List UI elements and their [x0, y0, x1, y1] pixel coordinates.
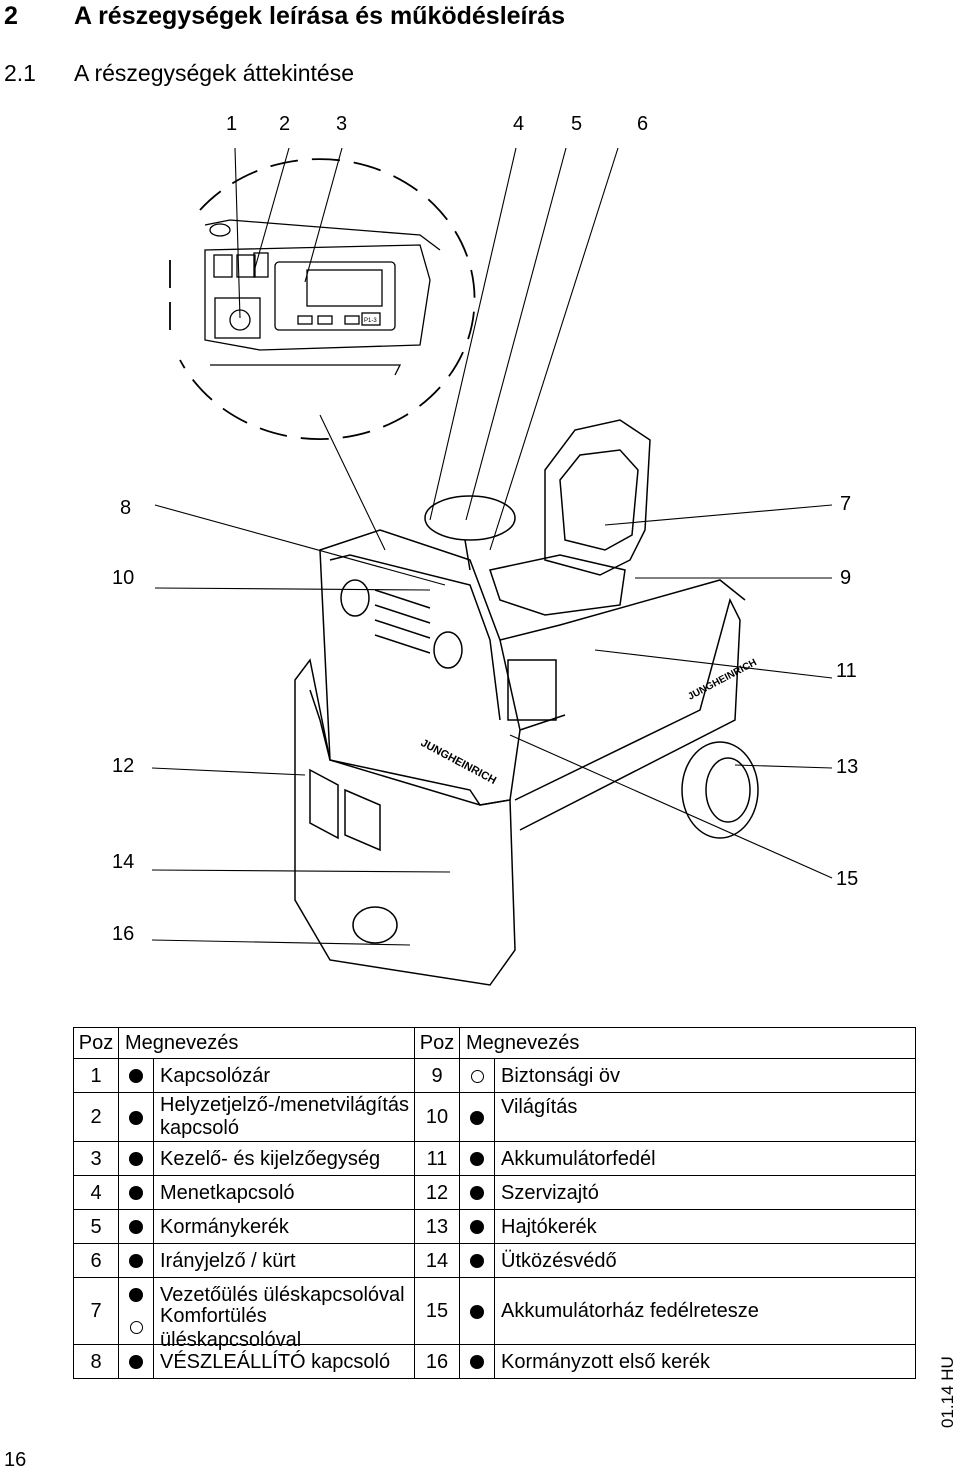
callout-16: 16 [112, 923, 135, 945]
callout-2: 2 [279, 113, 291, 135]
filled-dot-icon [118, 1344, 154, 1379]
filled-dot-icon [129, 1287, 143, 1302]
filled-dot-icon [118, 1243, 154, 1278]
callout-5: 5 [571, 113, 583, 135]
filled-dot-icon [459, 1141, 495, 1176]
row-pos: 12 [414, 1175, 460, 1210]
row-name: Helyzetjelző-/menetvilágítás kapcsoló [153, 1092, 415, 1142]
filled-dot-icon [459, 1243, 495, 1278]
callout-15: 15 [836, 868, 859, 890]
table-row: 2 Helyzetjelző-/menetvilágítás kapcsoló … [73, 1092, 916, 1142]
filled-dot-icon [459, 1209, 495, 1244]
chapter-number: 2 [4, 2, 18, 30]
row-name: Világítás [494, 1092, 916, 1142]
filled-dot-icon [459, 1175, 495, 1210]
callout-11: 11 [836, 660, 857, 682]
row-name: Hajtókerék [494, 1209, 916, 1244]
leader-lines [151, 147, 833, 946]
section-number: 2.1 [4, 60, 36, 86]
header-pos-right: Poz [414, 1027, 460, 1059]
row-name: Irányjelző / kürt [153, 1243, 415, 1278]
row-pos: 16 [414, 1344, 460, 1379]
row-pos: 9 [414, 1058, 460, 1093]
table-row: 6 Irányjelző / kürt 14 Ütközésvédő [73, 1243, 916, 1278]
header-name-left: Megnevezés [118, 1027, 415, 1059]
table-header: Poz Megnevezés Poz Megnevezés [73, 1027, 916, 1059]
svg-text:JUNGHEINRICH: JUNGHEINRICH [686, 657, 758, 702]
row-pos: 14 [414, 1243, 460, 1278]
row-name: Kezelő- és kijelzőegység [153, 1141, 415, 1176]
row-name: Akkumulátorfedél [494, 1141, 916, 1176]
row-name: Kapcsolózár [153, 1058, 415, 1093]
filled-dot-icon [118, 1058, 154, 1093]
filled-dot-icon [459, 1344, 495, 1379]
callout-9: 9 [840, 567, 852, 589]
filled-dot-icon [118, 1209, 154, 1244]
dot-pair [118, 1277, 154, 1345]
row-pos: 10 [414, 1092, 460, 1142]
callout-3: 3 [336, 113, 348, 135]
detail-magnifier [169, 158, 476, 440]
chapter-title: A részegységek leírása és működésleírás [74, 2, 566, 30]
section-heading: 2.1 A részegységek áttekintése [4, 60, 354, 87]
row-pos: 15 [414, 1277, 460, 1345]
filled-dot-icon [459, 1092, 495, 1142]
callout-12: 12 [112, 755, 135, 777]
open-dot-icon [459, 1058, 495, 1093]
filled-dot-icon [118, 1092, 154, 1142]
dashboard-detail-icon: P1-3 [204, 219, 441, 376]
row-name: Akkumulátorház fedélretesze [494, 1277, 916, 1345]
table-row: 4 Menetkapcsoló 12 Szervizajtó [73, 1175, 916, 1210]
row-name: Kormányzott első kerék [494, 1344, 916, 1379]
chapter-heading: 2 A részegységek leírása és működésleírás [4, 2, 565, 31]
row-pos: 7 [73, 1277, 119, 1345]
row-name: Menetkapcsoló [153, 1175, 415, 1210]
callout-14: 14 [112, 851, 135, 873]
row-name: Szervizajtó [494, 1175, 916, 1210]
row-pos: 4 [73, 1175, 119, 1210]
svg-text:P1-3: P1-3 [364, 318, 377, 324]
table-row: 3 Kezelő- és kijelzőegység 11 Akkumuláto… [73, 1141, 916, 1176]
page-number: 16 [4, 1449, 27, 1471]
header-name-right: Megnevezés [459, 1027, 916, 1059]
callout-7: 7 [840, 493, 852, 515]
vehicle-body: JUNGHEINRICH JUNGHEINRICH [294, 419, 759, 986]
parts-table: Poz Megnevezés Poz Megnevezés 1 Kapcsoló… [73, 1027, 916, 1379]
header-pos-left: Poz [73, 1027, 119, 1059]
row-name: Ütközésvédő [494, 1243, 916, 1278]
row-pos: 2 [73, 1092, 119, 1142]
open-dot-icon [129, 1321, 143, 1334]
filled-dot-icon [459, 1277, 495, 1345]
filled-dot-icon [118, 1141, 154, 1176]
filled-dot-icon [118, 1175, 154, 1210]
row-pos: 1 [73, 1058, 119, 1093]
row-pos: 13 [414, 1209, 460, 1244]
callout-1: 1 [226, 113, 238, 135]
svg-text:JUNGHEINRICH: JUNGHEINRICH [419, 737, 499, 787]
row-name: Komfortülés üléskapcsolóval [160, 1304, 302, 1351]
row-pos: 6 [73, 1243, 119, 1278]
row-name: Vezetőülés üléskapcsolóval [160, 1283, 405, 1306]
callout-4: 4 [513, 113, 525, 135]
section-title: A részegységek áttekintése [74, 60, 354, 86]
callout-8: 8 [120, 497, 132, 519]
vehicle-illustration: P1-3 [151, 147, 833, 986]
callout-6: 6 [637, 113, 649, 135]
callout-10: 10 [112, 567, 135, 589]
revision-label: 01.14 HU [938, 1356, 957, 1428]
table-row: 8 VÉSZLEÁLLÍTÓ kapcsoló 16 Kormányzott e… [73, 1344, 916, 1379]
row-pos: 3 [73, 1141, 119, 1176]
row-name: VÉSZLEÁLLÍTÓ kapcsoló [153, 1344, 415, 1379]
row-pos: 11 [414, 1141, 460, 1176]
row-name: Kormánykerék [153, 1209, 415, 1244]
row-pos: 8 [73, 1344, 119, 1379]
callout-13: 13 [836, 756, 859, 778]
row-pos: 5 [73, 1209, 119, 1244]
table-row: 5 Kormánykerék 13 Hajtókerék [73, 1209, 916, 1244]
row-name: Biztonsági öv [494, 1058, 916, 1093]
table-row: 1 Kapcsolózár 9 Biztonsági öv [73, 1058, 916, 1093]
